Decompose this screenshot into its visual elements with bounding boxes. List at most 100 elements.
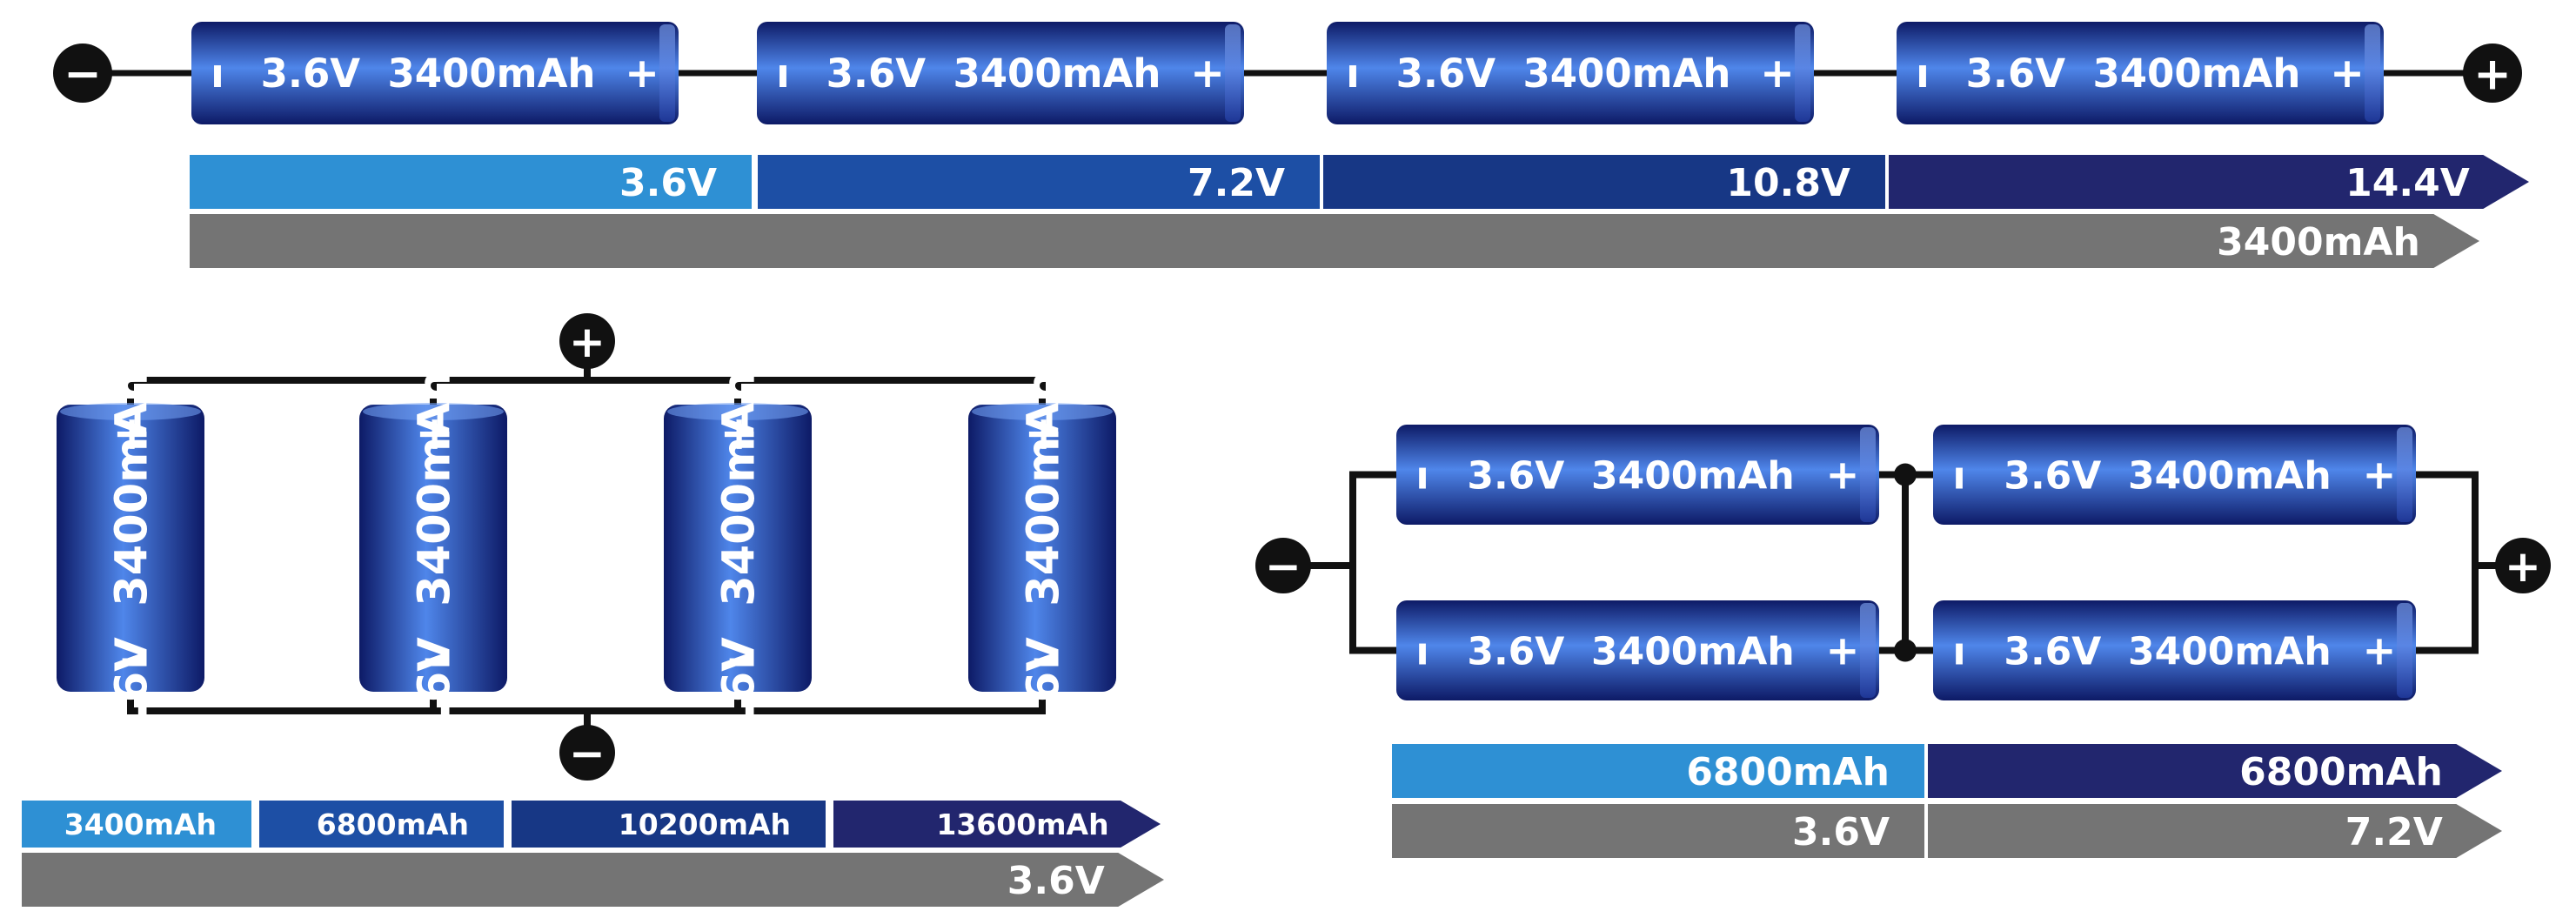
capacity-bar-segment-fill <box>259 801 504 848</box>
series-parallel-negative-terminal-icon: − <box>1255 538 1311 593</box>
capacity-bar-segment-fill <box>1928 744 2502 798</box>
battery-cell: ı 3.6V 3400mAh + <box>1396 425 1879 525</box>
cell-negative-mark: ı <box>211 50 224 97</box>
cell-cap <box>667 403 808 420</box>
series-positive-terminal-icon: + <box>2463 44 2522 103</box>
cell-positive-mark: + <box>1826 627 1860 673</box>
cell-positive-mark: + <box>2363 627 2397 673</box>
cell-body <box>1396 600 1879 700</box>
capacity-bar-segment: 3400mAh <box>22 801 251 848</box>
cell-positive-mark: + <box>1826 451 1860 498</box>
voltage-bar-segment: 10.8V <box>1323 155 1885 209</box>
cell-body <box>1933 425 2416 525</box>
battery-cell: ı 3.6V 3400mAh + <box>1396 600 1879 700</box>
cell-negative-mark: ı <box>409 654 460 669</box>
capacity-bar-segment: 6800mAh <box>1928 744 2502 798</box>
cell-cap <box>1225 24 1241 122</box>
cell-label: 3.6V 3400mAh <box>1966 50 2301 97</box>
cell-positive-mark: + <box>2363 451 2397 498</box>
cell-label: 3.6V 3400mAh <box>2004 629 2331 673</box>
cell-label: 3.6V 3400mAh <box>1018 371 1069 750</box>
cell-negative-mark: ı <box>1415 629 1429 673</box>
cell-label: 3.6V 3400mAh <box>1467 629 1794 673</box>
series-parallel-cells: ı 3.6V 3400mAh + ı 3.6V 3400mAh + ı 3.6V 3400mA… <box>1396 425 2416 700</box>
cell-body <box>1897 22 2384 124</box>
cell-body <box>1327 22 1814 124</box>
cell-label: 3.6V 3400mAh <box>261 50 596 97</box>
cell-negative-mark: ı <box>1952 629 1965 673</box>
voltage-bar-segment-label: 14.4V <box>2345 161 2470 205</box>
capacity-bar-segment-label: 6800mAh <box>317 807 469 841</box>
capacity-bar-segment: 13600mAh <box>833 801 1161 848</box>
sp-junction-dot <box>1894 639 1917 662</box>
voltage-bar-segment-label: 7.2V <box>1188 161 1285 205</box>
cell-body <box>359 405 507 692</box>
cell-positive-mark: + <box>103 415 157 454</box>
cell-negative-mark: ı <box>776 50 789 97</box>
voltage-bar-segment-label: 3.6V <box>1792 810 1890 854</box>
voltage-bar-fill <box>22 853 1164 907</box>
cell-negative-mark: ı <box>1916 50 1929 97</box>
capacity-bar-segment: 6800mAh <box>259 801 504 848</box>
voltage-bar-segment: 7.2V <box>758 155 1320 209</box>
voltage-bar-segment-fill <box>758 155 1320 209</box>
cell-cap <box>972 403 1113 420</box>
cell-label: 3.6V 3400mAh <box>1467 453 1794 498</box>
terminal-symbol: + <box>2505 541 2541 592</box>
cell-body <box>664 405 812 692</box>
voltage-bar-segment-label: 3.6V <box>619 161 717 205</box>
cell-cap <box>2365 24 2380 122</box>
cell-cap <box>60 403 201 420</box>
cell-negative-mark: ı <box>1952 453 1965 498</box>
series-parallel-configuration: − + ı 3.6V 3400mAh + ı 3.6V 3400mAh + ı 3.6V 34… <box>1255 425 2551 858</box>
terminal-symbol: − <box>569 728 606 779</box>
voltage-bar-segment-fill <box>1889 155 2529 209</box>
series-bars: 3.6V 7.2V 10.8V 14.4V 3400mAh <box>190 155 2529 268</box>
parallel-bottom-rail <box>127 679 1046 714</box>
voltage-bar: 3.6V <box>22 853 1164 907</box>
terminal-symbol: − <box>64 49 102 101</box>
voltage-bar-segment-label: 7.2V <box>2345 810 2443 854</box>
capacity-bar-segment: 10200mAh <box>512 801 826 848</box>
cell-positive-mark: + <box>405 415 460 454</box>
cell-negative-mark: ı <box>1346 50 1359 97</box>
voltage-bar-segment-label: 10.8V <box>1726 161 1850 205</box>
cell-body <box>191 22 679 124</box>
cell-cap <box>659 24 675 122</box>
sp-junction-dot <box>1894 463 1917 486</box>
parallel-top-rail <box>127 377 1046 418</box>
cell-cap <box>1860 603 1876 698</box>
cell-label: 3.6V 3400mAh <box>713 371 765 750</box>
capacity-bar-segment-label: 6800mAh <box>1686 750 1890 794</box>
cell-positive-mark: + <box>1014 415 1069 454</box>
cell-negative-mark: ı <box>1018 654 1069 669</box>
terminal-symbol: + <box>2473 49 2512 101</box>
parallel-wires <box>127 352 1046 740</box>
series-parallel-bars: 6800mAh 6800mAh 3.6V 7.2V <box>1392 744 2502 858</box>
cell-body <box>1396 425 1879 525</box>
capacity-bar-segment: 6800mAh <box>1392 744 1924 798</box>
cell-label: 3.6V 3400mAh <box>2004 453 2331 498</box>
capacity-bar: 3400mAh <box>190 214 2479 268</box>
capacity-bar-segment-fill <box>833 801 1161 848</box>
cell-body <box>1933 600 2416 700</box>
series-negative-terminal-icon: − <box>53 44 112 103</box>
cell-label: 3.6V 3400mAh <box>409 371 460 750</box>
cell-positive-mark: + <box>2330 50 2365 97</box>
voltage-bar-label: 3.6V <box>1007 859 1105 903</box>
cell-positive-mark: + <box>710 415 765 454</box>
cell-negative-mark: ı <box>1415 453 1429 498</box>
capacity-bar-label: 3400mAh <box>2217 220 2420 265</box>
capacity-bar-segment-fill <box>22 801 251 848</box>
cell-label: 3.6V 3400mAh <box>106 371 157 750</box>
cell-negative-mark: ı <box>713 654 765 669</box>
